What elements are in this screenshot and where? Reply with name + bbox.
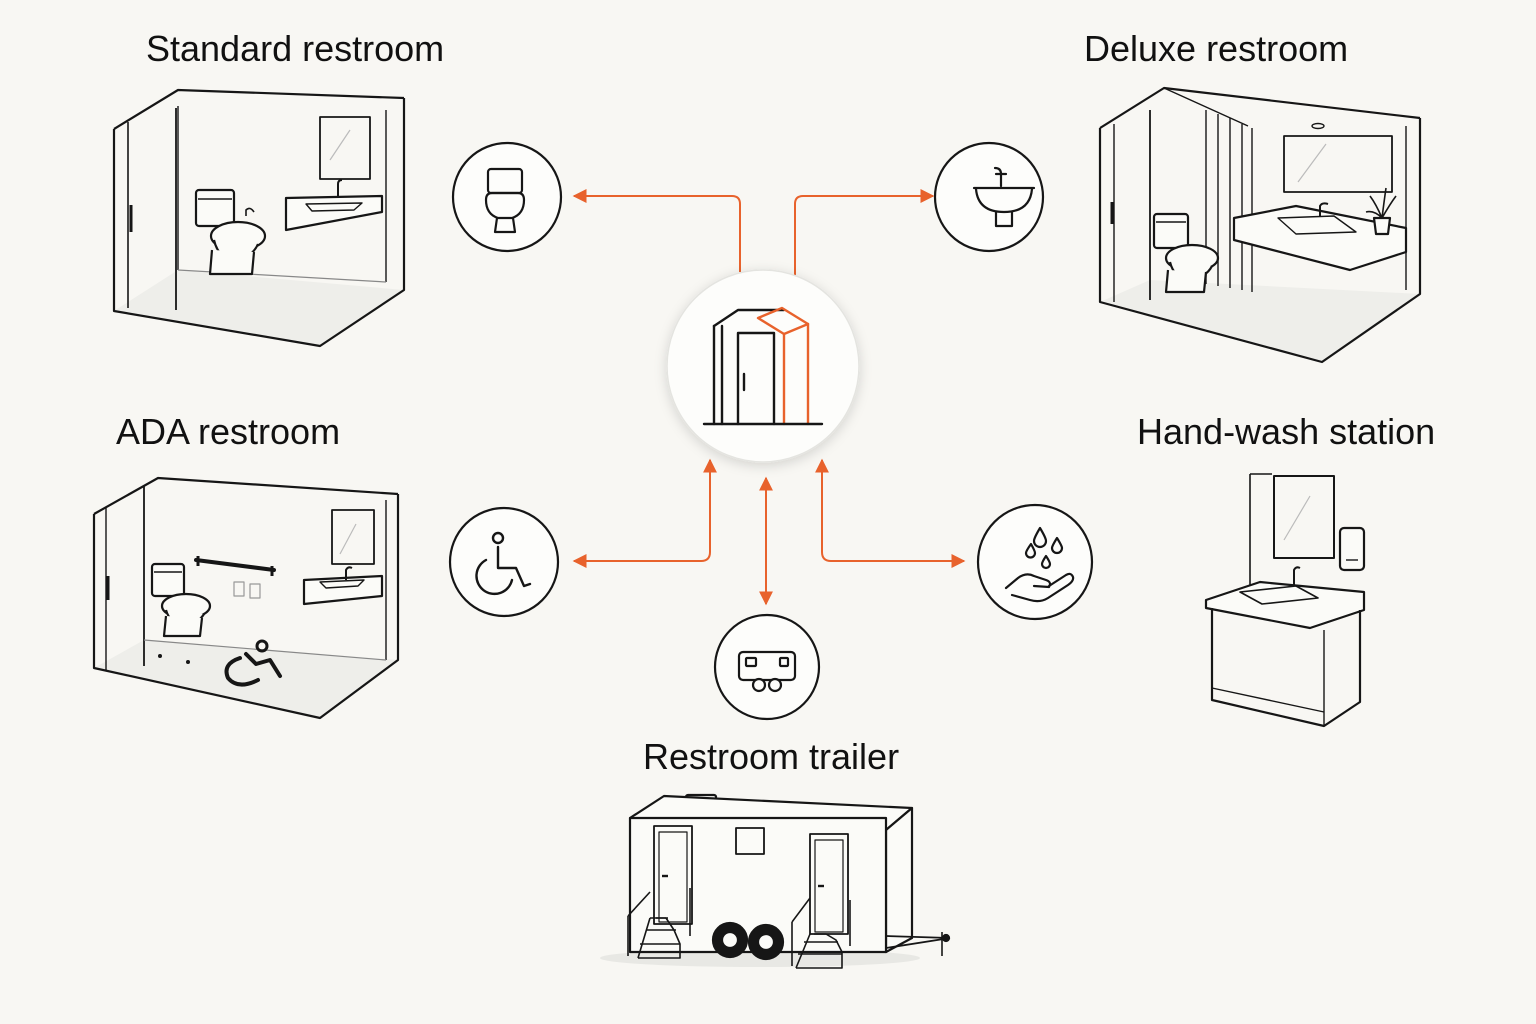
label-restroom-trailer: Restroom trailer [643, 736, 900, 777]
connectors [572, 189, 966, 606]
trailer-stairs-right [791, 897, 851, 969]
icon-node-handwash [976, 503, 1094, 621]
toilet-icon [484, 167, 526, 234]
deluxe-restroom-illustration [1098, 86, 1422, 364]
restroom-trailer-illustration [600, 793, 951, 969]
hand-water-drops-icon [1004, 526, 1075, 603]
icon-node-deluxe [933, 141, 1045, 253]
floor-wheelchair-symbol [224, 639, 282, 687]
standard-restroom-illustration [112, 88, 406, 348]
icon-node-standard [451, 141, 563, 253]
wheelchair-icon [475, 531, 532, 596]
arrow-to-deluxe [794, 189, 935, 276]
trailer-icon [737, 650, 797, 693]
sink-icon [972, 166, 1036, 228]
arrow-to-standard [572, 189, 741, 272]
portable-toilet-icon [702, 306, 824, 426]
ada-restroom-illustration [92, 476, 400, 720]
icon-node-ada [448, 506, 560, 618]
arrow-to-ada [572, 458, 717, 568]
handwash-station-illustration [1204, 473, 1366, 728]
label-deluxe-restroom: Deluxe restroom [1084, 28, 1349, 69]
center-node [666, 269, 860, 463]
label-ada-restroom: ADA restroom [116, 411, 341, 452]
label-standard-restroom: Standard restroom [146, 28, 445, 69]
icon-node-trailer [713, 613, 821, 721]
label-handwash-station: Hand-wash station [1137, 411, 1436, 452]
trailer-wheels [711, 921, 785, 961]
arrow-to-handwash [815, 458, 966, 568]
trailer-stairs-left [627, 888, 691, 959]
